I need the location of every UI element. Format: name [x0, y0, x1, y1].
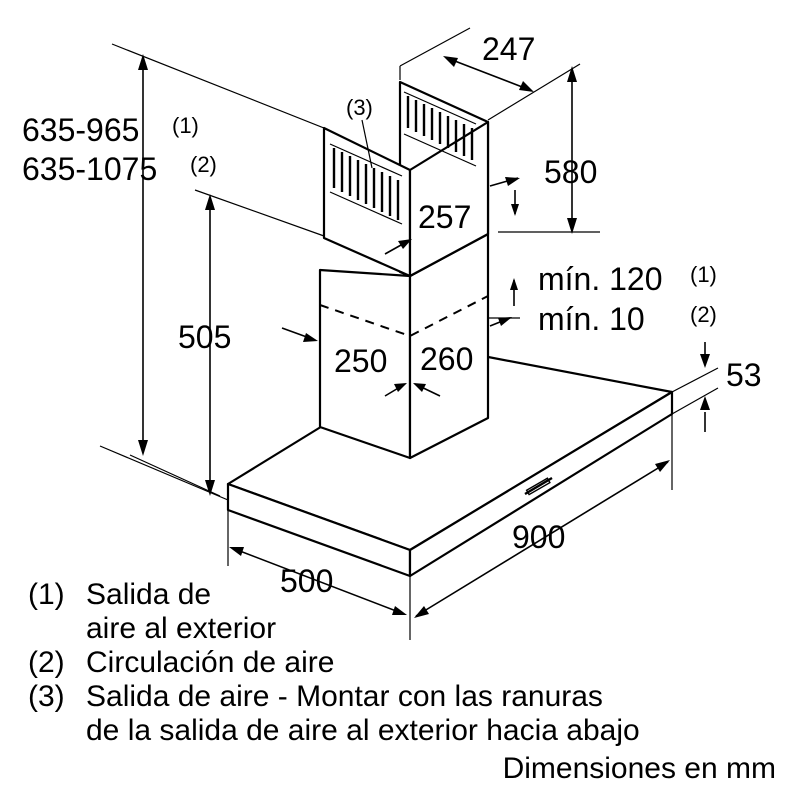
chimney-depth-label: 260: [420, 341, 473, 377]
legend-item-2-number: (2): [28, 646, 65, 679]
legend: (1) Salida de aire al exterior (2) Circu…: [28, 578, 776, 785]
min-gap-2-note: (2): [690, 302, 717, 327]
dimension-labels: 635-965 (1) 635-1075 (2) (3) 247 580 257…: [22, 31, 762, 599]
hood-depth-label: 500: [280, 563, 333, 599]
lower-height-label: 505: [178, 319, 231, 355]
control-panel-icon: [524, 476, 553, 496]
units-note: Dimensiones en mm: [503, 752, 776, 785]
total-height-1-note: (1): [172, 113, 199, 138]
air-outlet-slots-back: [403, 91, 477, 167]
min-gap-2-label: mín. 10: [538, 301, 645, 337]
legend-item-2-line-1: Circulación de aire: [86, 646, 334, 679]
legend-item-1-number: (1): [28, 578, 65, 611]
hood-thickness-label: 53: [726, 357, 762, 393]
hood-width-label: 900: [512, 519, 565, 555]
air-outlet-label: (3): [346, 95, 373, 120]
hood-canopy: [226, 354, 674, 578]
air-outlet-slots-left: [329, 143, 403, 225]
chimney-top-depth-label: 247: [482, 31, 535, 67]
min-gap-1-label: mín. 120: [538, 261, 663, 297]
chimney-top-width-label: 257: [418, 199, 471, 235]
total-height-2-note: (2): [190, 152, 217, 177]
legend-item-3-line-2: de la salida de aire al exterior hacia a…: [86, 714, 640, 747]
legend-item-1-line-2: aire al exterior: [86, 612, 276, 645]
total-height-1-label: 635-965: [22, 112, 139, 148]
chimney-top-height-label: 580: [544, 154, 597, 190]
legend-item-3-number: (3): [28, 680, 65, 713]
legend-item-3-line-1: Salida de aire - Montar con las ranuras: [86, 680, 603, 713]
dimension-lines: [138, 54, 710, 618]
min-gap-1-note: (1): [690, 262, 717, 287]
extension-lines: [99, 27, 719, 640]
total-height-2-label: 635-1075: [22, 151, 157, 187]
chimney-width-label: 250: [334, 343, 387, 379]
legend-item-1-line-1: Salida de: [86, 578, 211, 611]
upper-chimney: [322, 80, 490, 278]
